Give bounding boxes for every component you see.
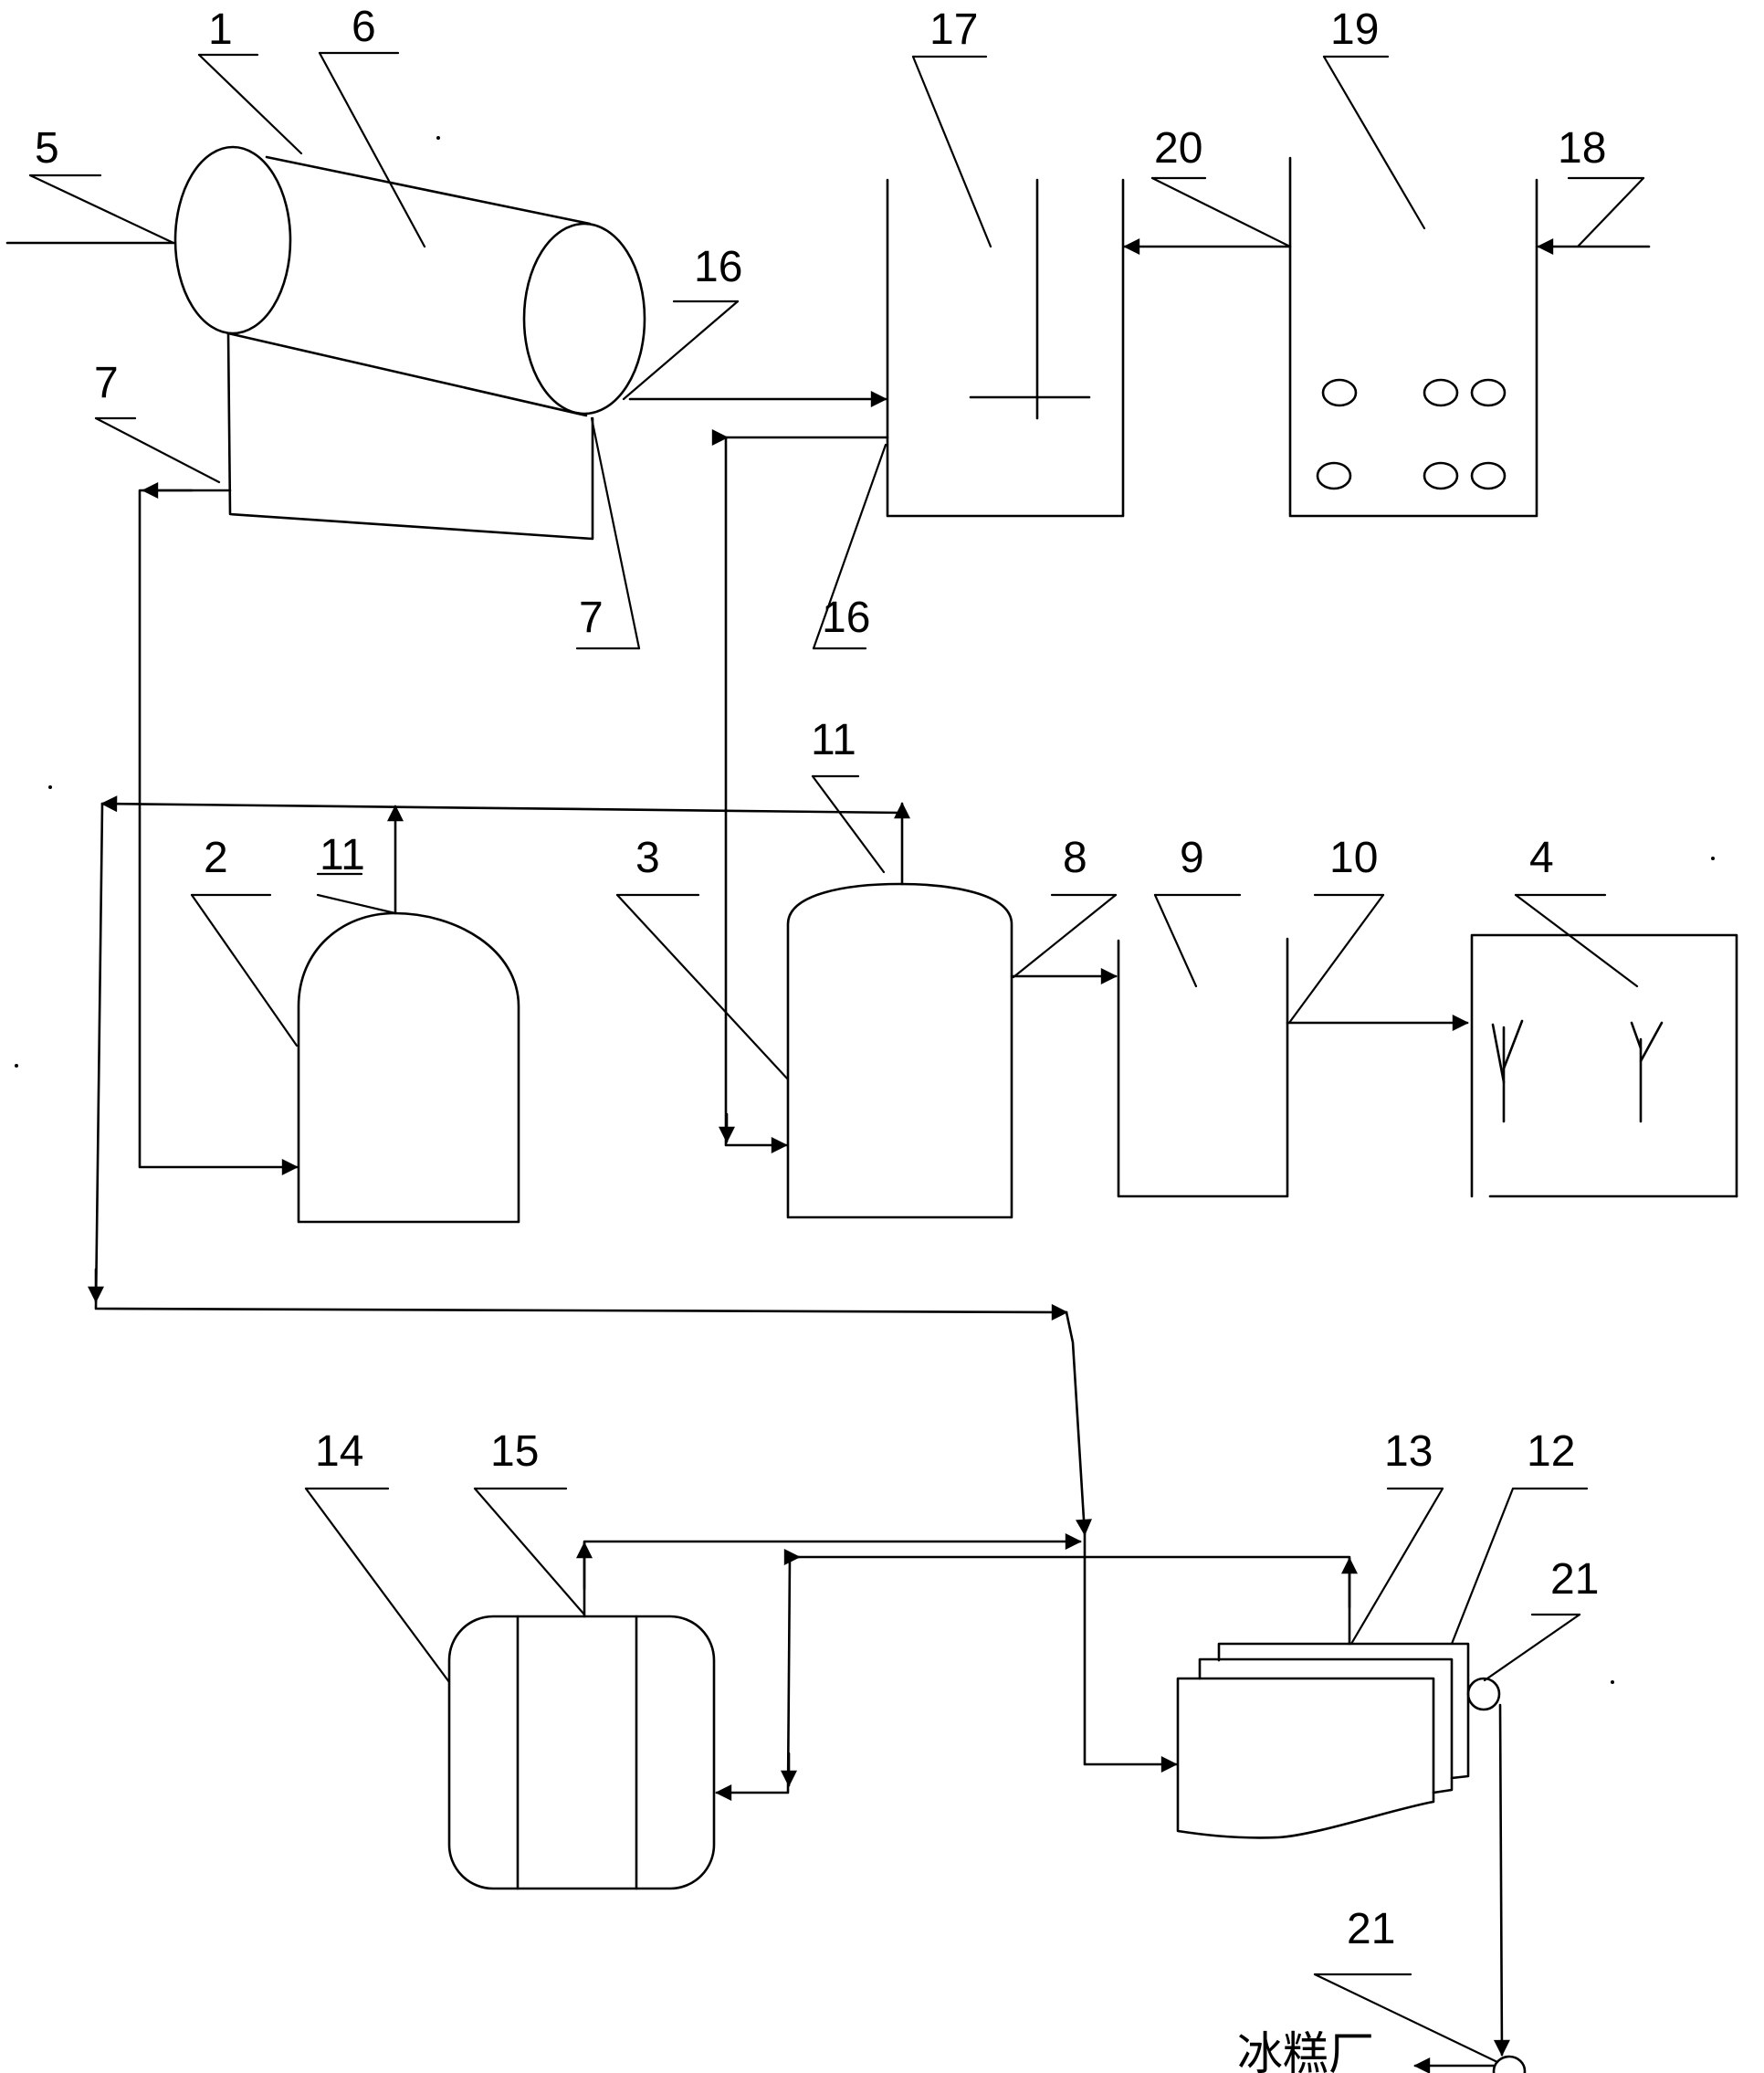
- label-14: 14: [315, 1427, 363, 1476]
- label-10: 10: [1329, 834, 1378, 882]
- unit-17-stirred-tank: [886, 178, 1125, 518]
- sheet-front: [1176, 1677, 1435, 1839]
- separator-body: [447, 1615, 716, 1890]
- bubble: [1316, 461, 1352, 490]
- flow-7-to-2: [138, 489, 299, 1175]
- label-8: 8: [1063, 834, 1087, 882]
- label-11: 11: [811, 716, 856, 764]
- label-6: 6: [352, 3, 376, 51]
- flow-pump-down: [1493, 1703, 1510, 2057]
- unit-2-vessel: [297, 911, 520, 1224]
- label-11: 11: [320, 831, 365, 879]
- bubble: [1321, 378, 1358, 407]
- label-21: 21: [1550, 1555, 1599, 1604]
- sprout-icon: [1491, 1019, 1524, 1123]
- label-18: 18: [1558, 124, 1606, 173]
- label-5: 5: [35, 124, 59, 173]
- bubble: [1470, 378, 1507, 407]
- sprout-icon: [1630, 1021, 1664, 1123]
- drum-bottom-edge: [226, 331, 588, 417]
- label-12: 12: [1527, 1427, 1575, 1476]
- label-4: 4: [1529, 834, 1554, 882]
- bubble: [1470, 461, 1507, 490]
- label-21: 21: [1347, 1905, 1395, 1953]
- leader-lines: [28, 51, 1645, 2064]
- flow-15-to-junction: [583, 1533, 1082, 1618]
- flow-to-junction: [1065, 1310, 1092, 1536]
- unit-1-drum: [173, 145, 646, 541]
- sheet-back: [1217, 1642, 1470, 1780]
- label-9: 9: [1180, 834, 1204, 882]
- unit-14-separator: [447, 1615, 716, 1890]
- drum-top-edge: [265, 155, 592, 226]
- bubble: [1423, 378, 1459, 407]
- sheet-middle: [1198, 1657, 1454, 1794]
- label-13: 13: [1384, 1427, 1433, 1476]
- speck: [1611, 1680, 1614, 1684]
- unit-3-vessel: [786, 882, 1013, 1219]
- tank-4-body: [1470, 933, 1738, 1198]
- label-1: 1: [208, 5, 233, 54]
- unit-12-13-stack: [1176, 1642, 1470, 1839]
- bubble: [1423, 461, 1459, 490]
- drum-hopper: [226, 331, 594, 541]
- drum-front-end: [173, 145, 292, 335]
- flow-13-to-14: [715, 1555, 1351, 1801]
- flow-lines: [5, 238, 1651, 2073]
- tank-17-body: [886, 178, 1125, 518]
- speck: [48, 785, 52, 789]
- drum-back-end: [522, 222, 646, 416]
- flow-junction-to-12: [1083, 1532, 1178, 1773]
- label-15: 15: [490, 1427, 539, 1476]
- flow-17-to-3: [724, 436, 889, 1153]
- unit-19-tank: [1288, 156, 1538, 518]
- label-16: 16: [822, 594, 870, 642]
- label-2: 2: [204, 834, 228, 882]
- label-17: 17: [929, 5, 978, 54]
- gas-header: [100, 795, 904, 815]
- label-7: 7: [579, 594, 604, 642]
- speck: [15, 1064, 18, 1068]
- label-16: 16: [694, 243, 742, 291]
- label-19: 19: [1330, 5, 1379, 54]
- label-20: 20: [1154, 124, 1202, 173]
- label-7: 7: [94, 359, 119, 407]
- tank-19-body: [1288, 156, 1538, 518]
- speck: [436, 136, 440, 140]
- destination-label: 冰糕厂: [1237, 2027, 1374, 2073]
- speck: [1711, 857, 1715, 860]
- pump-icon: [1466, 1677, 1501, 1711]
- unit-4-tank: [1470, 933, 1738, 1198]
- pump-icon: [1492, 2055, 1527, 2073]
- unit-9-tank: [1117, 937, 1289, 1198]
- label-3: 3: [635, 834, 660, 882]
- gas-to-12: [94, 802, 1068, 1321]
- labels: 1 6 5 16 7 7 17 20 19 18 16 11 2 11 3 8 …: [35, 3, 1606, 2073]
